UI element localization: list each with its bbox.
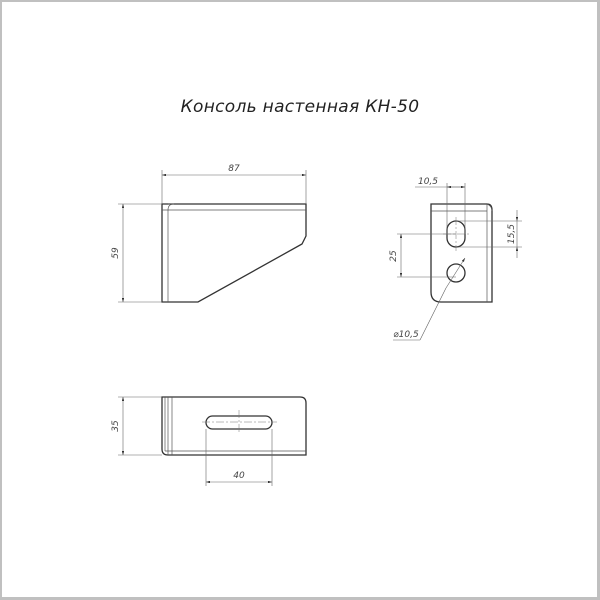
dim-width: 87 <box>228 164 240 174</box>
dim-hole-offset: 10,5 <box>418 177 438 187</box>
dim-hole-diameter: ⌀10,5 <box>393 330 419 340</box>
dim-depth: 35 <box>111 420 121 432</box>
drawing-title: Консоль настенная КН-50 <box>181 97 420 117</box>
front-view: 87 59 <box>111 164 307 303</box>
top-view: 35 40 <box>111 396 307 486</box>
dim-slot-length: 15,5 <box>507 224 517 244</box>
dim-slot-width: 40 <box>233 471 245 481</box>
dim-hole-spacing: 25 <box>389 250 399 262</box>
side-view: 10,5 15,5 25 ⌀10,5 <box>389 177 522 341</box>
dim-height: 59 <box>111 247 121 259</box>
